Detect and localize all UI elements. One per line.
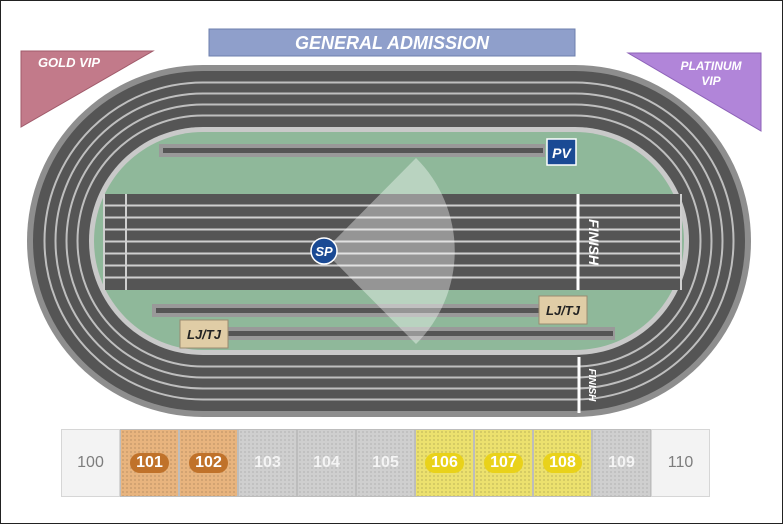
gold-vip-section[interactable] bbox=[20, 50, 155, 128]
pole-vault-marker[interactable]: PV bbox=[546, 138, 577, 166]
platinum-vip-label-line1: PLATINUM bbox=[680, 59, 742, 73]
jump-runway-upper bbox=[152, 304, 542, 317]
section-106[interactable]: 106 bbox=[415, 429, 474, 497]
section-105[interactable]: 105 bbox=[356, 429, 415, 497]
section-number: 100 bbox=[77, 454, 104, 471]
section-number: 107 bbox=[484, 453, 523, 473]
general-admission-section[interactable] bbox=[208, 28, 576, 57]
sprint-straight bbox=[103, 194, 682, 290]
shot-put-label: SP bbox=[315, 244, 333, 259]
jump-runway-lower bbox=[223, 327, 615, 340]
section-108[interactable]: 108 bbox=[533, 429, 592, 497]
section-number: 102 bbox=[189, 453, 228, 473]
pole-vault-runway bbox=[159, 144, 545, 157]
jump-marker-right[interactable]: LJ/TJ bbox=[538, 295, 588, 325]
shot-put-sector bbox=[324, 158, 455, 344]
section-101[interactable]: 101 bbox=[120, 429, 179, 497]
section-number: 101 bbox=[130, 453, 169, 473]
section-100[interactable]: 100 bbox=[61, 429, 120, 497]
finish-label-straight: FINISH bbox=[586, 219, 602, 266]
section-number: 105 bbox=[372, 454, 399, 471]
section-number: 103 bbox=[254, 454, 281, 471]
section-107[interactable]: 107 bbox=[474, 429, 533, 497]
jump-label-right: LJ/TJ bbox=[546, 303, 581, 318]
section-number: 108 bbox=[543, 453, 582, 473]
general-admission-label: GENERAL ADMISSION bbox=[295, 33, 490, 53]
section-number: 109 bbox=[608, 454, 635, 471]
pole-vault-label: PV bbox=[552, 145, 572, 161]
section-110[interactable]: 110 bbox=[651, 429, 710, 497]
section-104[interactable]: 104 bbox=[297, 429, 356, 497]
section-number: 106 bbox=[425, 453, 464, 473]
section-number: 104 bbox=[313, 454, 340, 471]
section-102[interactable]: 102 bbox=[179, 429, 238, 497]
section-number: 110 bbox=[667, 454, 694, 471]
section-109[interactable]: 109 bbox=[592, 429, 651, 497]
platinum-vip-label-line2: VIP bbox=[701, 74, 721, 88]
jump-marker-left[interactable]: LJ/TJ bbox=[179, 319, 229, 349]
jump-label-left: LJ/TJ bbox=[187, 327, 222, 342]
seating-sections: 100 101 102 103 104 105 106 107 108 109 110 bbox=[61, 429, 710, 497]
finish-label-outer: FINISH bbox=[586, 369, 597, 403]
platinum-vip-section[interactable] bbox=[626, 52, 762, 132]
shot-put-marker[interactable]: SP bbox=[310, 237, 338, 265]
gold-vip-label: GOLD VIP bbox=[38, 55, 100, 70]
section-103[interactable]: 103 bbox=[238, 429, 297, 497]
